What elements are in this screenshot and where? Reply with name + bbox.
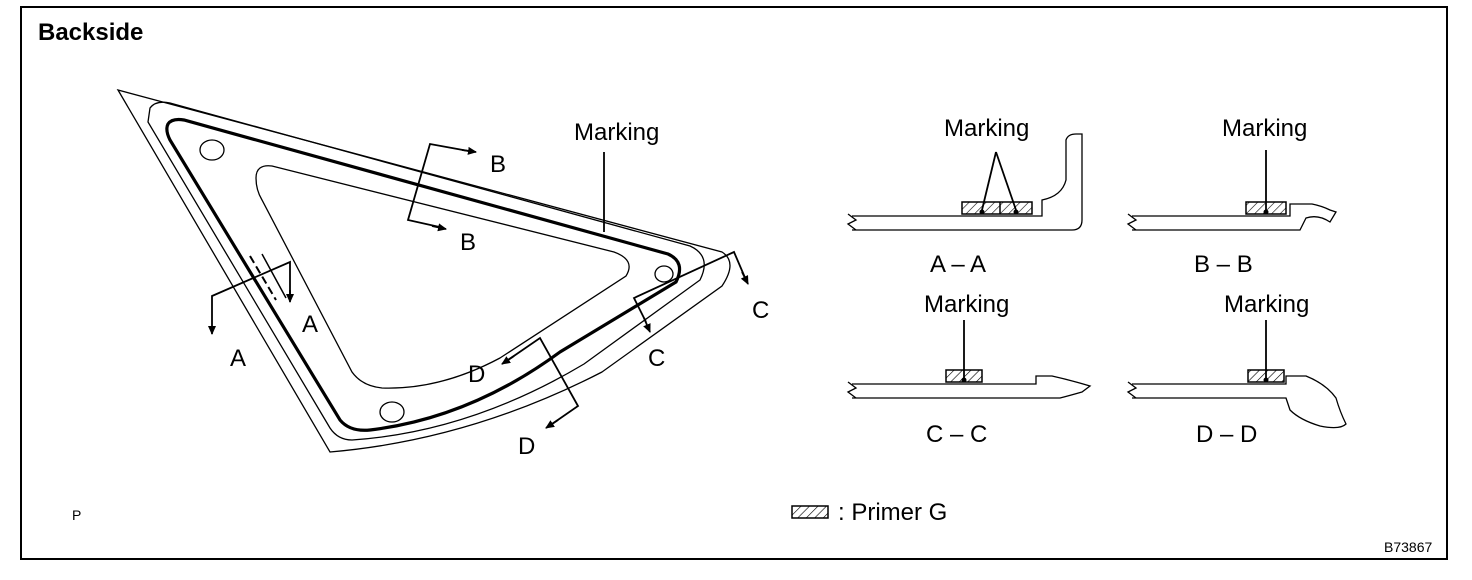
section-a-label-top: A	[302, 311, 318, 338]
section-b-label-bottom: B	[460, 229, 476, 256]
section-b-caption: B – B	[1194, 251, 1253, 278]
section-c-label-top: C	[752, 297, 769, 324]
section-c-detail	[846, 320, 1092, 399]
primer-legend-swatch	[791, 505, 829, 519]
section-c-label-bottom: C	[648, 345, 665, 372]
section-d-marking-label: Marking	[1224, 291, 1309, 318]
main-marking-label: Marking	[574, 119, 659, 146]
section-cut-a	[208, 260, 294, 335]
mounting-hole	[379, 401, 405, 423]
mounting-hole	[199, 139, 225, 161]
figure-id: B73867	[1384, 539, 1432, 555]
diagram-title: Backside	[38, 19, 143, 46]
section-a-detail	[846, 133, 1083, 231]
section-b-detail	[1126, 150, 1337, 231]
section-cut-c	[632, 250, 749, 333]
section-b-marking-label: Marking	[1222, 115, 1307, 142]
section-a-label-bottom: A	[230, 345, 246, 372]
section-a-caption: A – A	[930, 251, 986, 278]
section-c-marking-label: Marking	[924, 291, 1009, 318]
section-d-label-bottom: D	[518, 433, 535, 460]
section-d-caption: D – D	[1196, 421, 1257, 448]
mounting-hole	[654, 265, 674, 283]
corner-mark: P	[72, 507, 81, 523]
section-b-label-top: B	[490, 151, 506, 178]
section-cut-b	[406, 142, 477, 232]
section-a-marking-label: Marking	[944, 115, 1029, 142]
quarter-window-glass	[116, 88, 731, 453]
section-d-label-top: D	[468, 361, 485, 388]
section-cut-d	[501, 336, 580, 429]
primer-legend-label: : Primer G	[838, 499, 947, 526]
section-c-caption: C – C	[926, 421, 987, 448]
section-d-detail	[1126, 320, 1347, 429]
